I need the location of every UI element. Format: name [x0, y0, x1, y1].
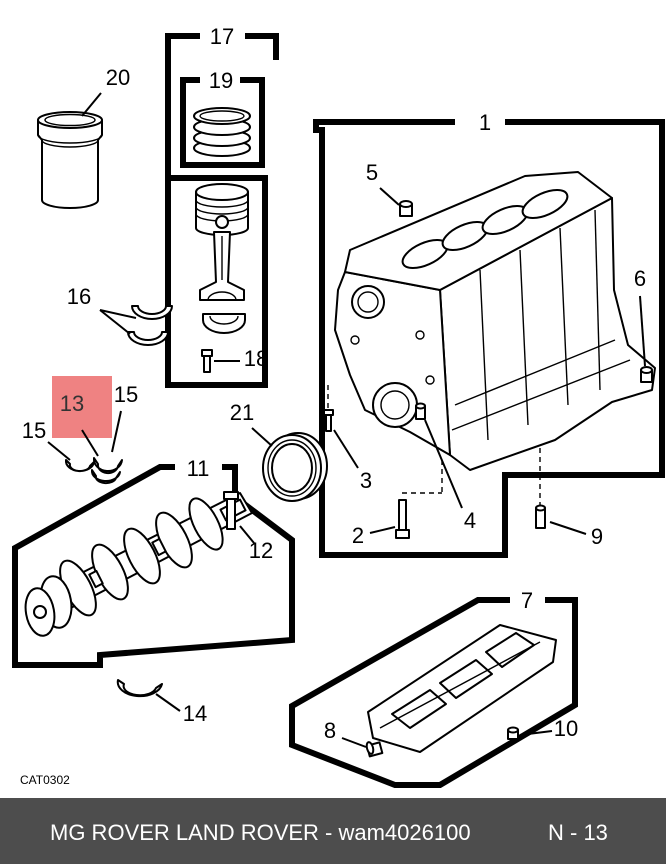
crank-bolt: [223, 491, 239, 530]
callout-16[interactable]: 16: [67, 284, 91, 309]
crankshaft: [24, 492, 253, 637]
leader-4: [424, 419, 463, 509]
leader-6: [639, 295, 646, 367]
rod-bolt: [201, 349, 213, 373]
cylinder-liner: [37, 111, 103, 209]
dowel-4: [415, 402, 426, 420]
core-plug-5: [399, 200, 413, 217]
frame-17: [165, 33, 268, 388]
leader-16-a: [99, 309, 137, 319]
frame-19: [180, 77, 265, 168]
callout-19[interactable]: 19: [209, 68, 233, 93]
core-plug-6: [640, 366, 653, 383]
callout-9[interactable]: 9: [591, 524, 603, 549]
callout-8[interactable]: 8: [324, 718, 336, 743]
callout-18[interactable]: 18: [244, 346, 268, 371]
footer-page-ref: N - 13: [548, 820, 608, 845]
callout-14[interactable]: 14: [183, 701, 207, 726]
frame-7: [289, 597, 578, 788]
callout-15-right[interactable]: 15: [114, 382, 138, 407]
leader-3: [333, 429, 359, 469]
callout-2[interactable]: 2: [352, 523, 364, 548]
callout-12[interactable]: 12: [249, 538, 273, 563]
leader-16-b: [99, 309, 131, 335]
fitting-10: [507, 726, 519, 740]
callout-11[interactable]: 11: [187, 456, 210, 481]
connecting-rod: [199, 231, 245, 301]
leader-13: [81, 429, 99, 457]
frame-11: [12, 464, 295, 668]
ladder-frame: [367, 624, 557, 753]
exploded-parts-diagram: 17 19 20 1 5 6 16 18 13 15 15 21 11 3 4 …: [12, 24, 665, 788]
main-bearing-shells: [127, 305, 173, 346]
footer-title: MG ROVER LAND ROVER - wam4026100: [50, 820, 471, 845]
leader-14: [155, 693, 181, 712]
bearing-shell: [116, 679, 163, 698]
callout-10[interactable]: 10: [554, 716, 578, 741]
leader-12: [239, 525, 255, 544]
callout-4[interactable]: 4: [464, 508, 476, 533]
leader-8: [341, 737, 367, 748]
piston: [195, 183, 249, 236]
callout-1[interactable]: 1: [479, 110, 491, 135]
frame-17-right-stub: [245, 33, 279, 60]
leader-21: [251, 427, 273, 447]
frame-1: [313, 119, 665, 558]
callout-6[interactable]: 6: [634, 266, 646, 291]
selected-callout-highlight: [52, 376, 112, 438]
rear-oil-seal: [262, 432, 328, 502]
callout-15-left[interactable]: 15: [22, 418, 46, 443]
leader-9: [549, 521, 587, 535]
leader-15-left: [47, 441, 71, 461]
callout-3[interactable]: 3: [360, 468, 372, 493]
bolt-9: [535, 504, 546, 529]
diagram-code: CAT0302: [20, 773, 70, 787]
leader-15-right: [111, 410, 122, 453]
connecting-rod-cap: [202, 313, 246, 334]
piston-rings: [193, 107, 251, 157]
cylinder-block: [334, 171, 656, 471]
callout-17[interactable]: 17: [210, 24, 234, 49]
leader-20: [81, 92, 102, 117]
callout-7[interactable]: 7: [521, 588, 533, 613]
callout-20[interactable]: 20: [106, 65, 130, 90]
plug-8: [365, 741, 384, 758]
callout-13[interactable]: 13: [60, 391, 84, 416]
leader-5: [379, 187, 400, 206]
leader-2: [369, 526, 396, 534]
callout-5[interactable]: 5: [366, 160, 378, 185]
dowel-3: [323, 409, 334, 432]
bolt-2: [395, 499, 410, 539]
thrust-washers: [64, 457, 123, 485]
footer-bar: MG ROVER LAND ROVER - wam4026100 N - 13: [0, 798, 666, 864]
callout-21[interactable]: 21: [230, 400, 254, 425]
leader-10: [519, 730, 553, 736]
